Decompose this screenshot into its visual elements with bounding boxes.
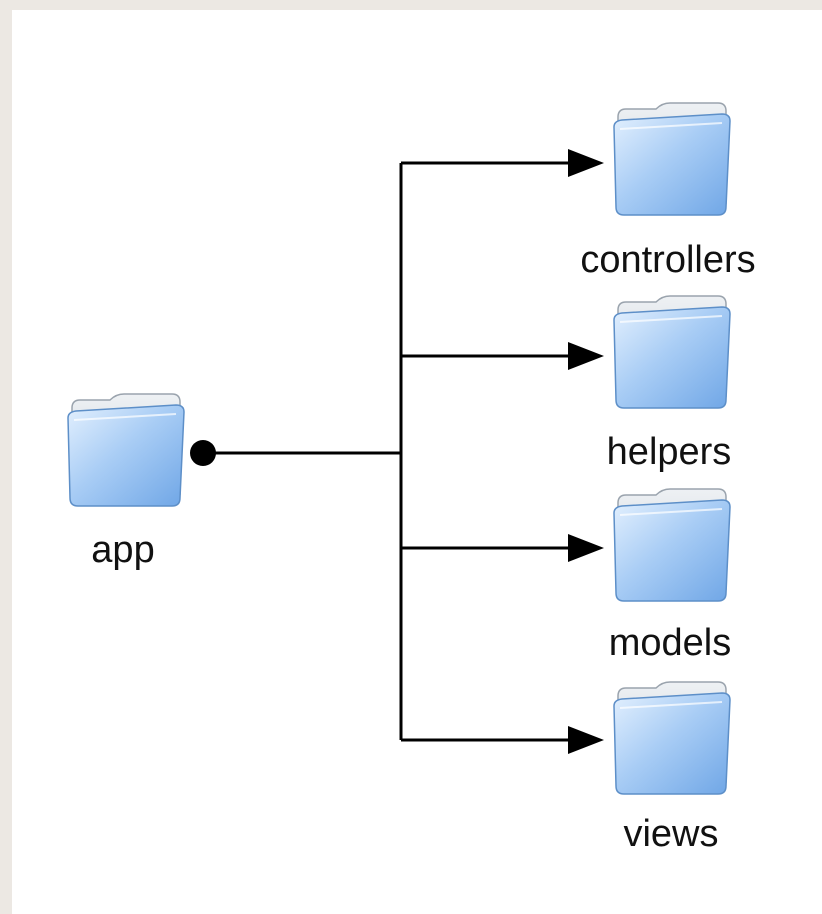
folder-icon[interactable] (613, 681, 731, 795)
folder-label-app: app (91, 529, 154, 571)
folder-label-models: models (609, 622, 732, 664)
folder-icon[interactable] (613, 295, 731, 409)
folder-label-helpers: helpers (607, 431, 732, 473)
root-connector-dot (190, 440, 216, 466)
arrowhead-models (568, 534, 604, 562)
folder-label-views: views (623, 813, 718, 855)
arrowheads (568, 149, 604, 754)
folder-icon[interactable] (67, 393, 185, 507)
arrowhead-helpers (568, 342, 604, 370)
arrowhead-views (568, 726, 604, 754)
folder-label-controllers: controllers (580, 239, 755, 281)
folder-icon[interactable] (613, 488, 731, 602)
connectors (203, 161, 572, 742)
arrowhead-controllers (568, 149, 604, 177)
folder-icon[interactable] (613, 102, 731, 216)
